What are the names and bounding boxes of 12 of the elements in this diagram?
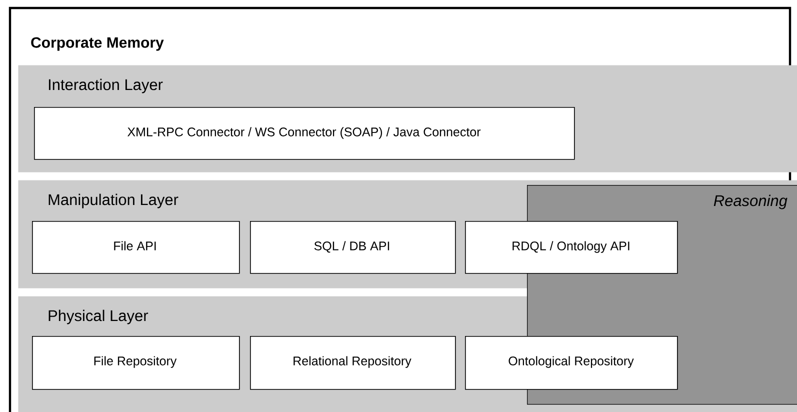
component-box: RDQL / Ontology API <box>465 221 678 274</box>
component-box: XML-RPC Connector / WS Connector (SOAP) / Java Connector <box>34 107 575 160</box>
heading: Corporate Memory <box>31 37 164 51</box>
panel-title: Reasoning <box>714 194 788 210</box>
component-box: Relational Repository <box>250 336 456 390</box>
layer-title: Manipulation Layer <box>48 194 178 208</box>
component-box: File Repository <box>32 336 240 390</box>
component-box: File API <box>32 221 240 274</box>
layer-title: Physical Layer <box>48 310 148 324</box>
component-box: Ontological Repository <box>465 336 678 390</box>
layer-title: Interaction Layer <box>48 78 163 94</box>
component-box: SQL / DB API <box>250 221 456 274</box>
